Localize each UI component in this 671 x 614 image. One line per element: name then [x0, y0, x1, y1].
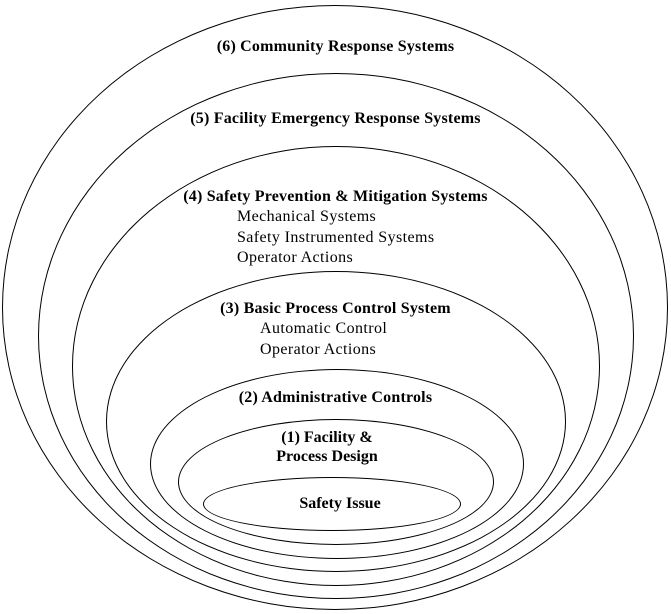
- layer-3-sublist: Automatic Control Operator Actions: [260, 319, 387, 360]
- safety-issue-label: Safety Issue: [299, 495, 381, 512]
- layer-4-subitem: Safety Instrumented Systems: [237, 228, 435, 246]
- layer-1-ellipse: [178, 419, 494, 545]
- layer-1-label: (1) Facility & Process Design: [227, 429, 427, 466]
- layer-3-subitem: Operator Actions: [260, 340, 377, 358]
- layer-2-ellipse: [150, 369, 524, 559]
- layer-1-label-line2: Process Design: [276, 447, 378, 465]
- layer-4-sublist: Mechanical Systems Safety Instrumented S…: [237, 207, 434, 269]
- layer-6-ellipse: [2, 5, 668, 610]
- layer-3-label: (3) Basic Process Control System: [220, 300, 451, 317]
- layer-4-label: (4) Safety Prevention & Mitigation Syste…: [183, 188, 488, 205]
- layer-2-label: (2) Administrative Controls: [238, 389, 433, 406]
- safety-issue-ellipse: [203, 477, 461, 531]
- layer-4-subitem: Mechanical Systems: [237, 208, 377, 225]
- layer-4-ellipse: [72, 146, 600, 586]
- layer-6-label: (6) Community Response Systems: [216, 38, 455, 55]
- layer-5-ellipse: [38, 73, 634, 599]
- layer-3-subitem: Automatic Control: [260, 320, 388, 337]
- layer-1-label-line1: (1) Facility &: [281, 429, 373, 446]
- layer-3-ellipse: [106, 271, 566, 572]
- layer-5-label: (5) Facility Emergency Response Systems: [190, 110, 481, 127]
- layer-4-subitem: Operator Actions: [237, 249, 354, 266]
